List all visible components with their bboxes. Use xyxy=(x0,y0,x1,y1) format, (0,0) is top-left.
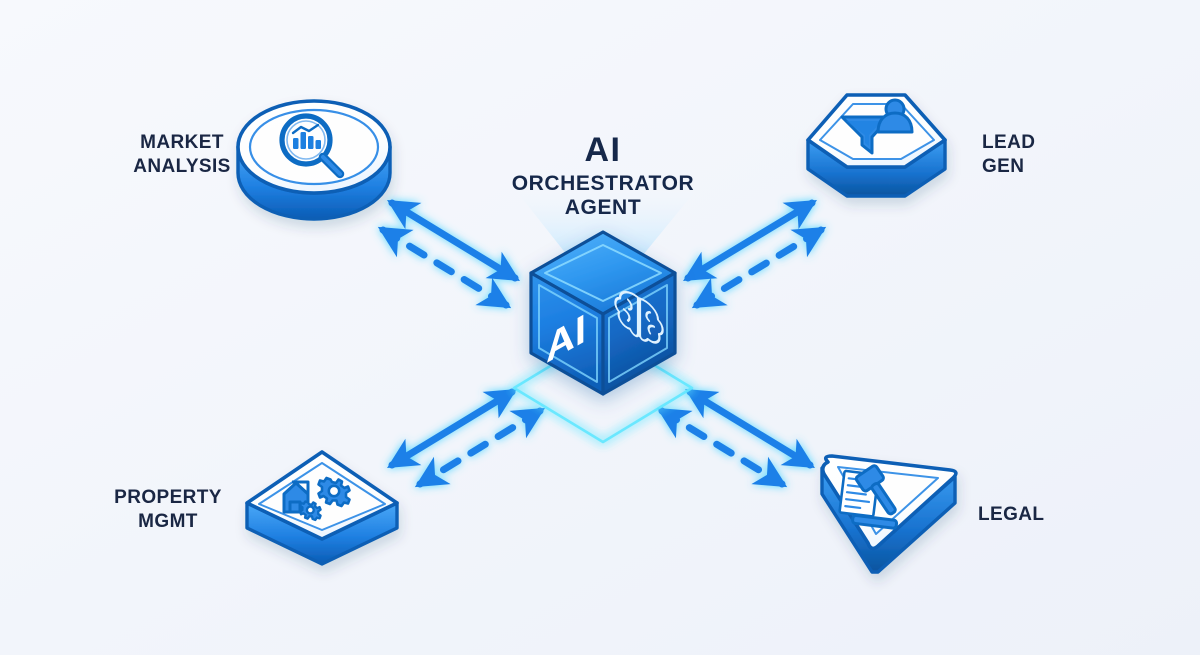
connector-dashed-arrow xyxy=(377,226,512,309)
node-market-analysis[interactable] xyxy=(236,99,392,221)
hub-glow-platform xyxy=(512,332,694,444)
node-lead-gen-label: LEAD GEN xyxy=(982,132,1035,177)
magnifier-bar-chart-icon xyxy=(279,113,345,179)
gavel-document-icon xyxy=(838,464,899,530)
node-legal-label: LEGAL xyxy=(978,504,1044,525)
label-line2: ANALYSIS xyxy=(133,156,231,177)
house-gears-icon xyxy=(282,476,351,522)
label-line1: LEGAL xyxy=(978,504,1044,525)
node-property-mgmt[interactable] xyxy=(245,450,399,566)
connector-dashed-arrow xyxy=(656,407,788,488)
ai-orchestrator-cube[interactable]: AI xyxy=(529,230,677,396)
hub-title-line1: AI xyxy=(585,131,622,169)
brain-icon xyxy=(614,290,664,344)
node-lead-gen[interactable] xyxy=(806,93,947,198)
label-line1: MARKET xyxy=(140,132,224,153)
connector-hub-lead-gen xyxy=(683,199,827,309)
connector-dashed-arrow xyxy=(414,407,546,488)
cube-top-inner-outline xyxy=(544,244,662,302)
cube-left-inner-outline xyxy=(538,284,598,383)
label-line2: GEN xyxy=(982,156,1024,177)
node-market-analysis-label: MARKET ANALYSIS xyxy=(133,132,231,177)
connector-hub-market-analysis xyxy=(377,199,520,309)
cylinder-top-inner xyxy=(248,108,380,186)
hub-light-beam xyxy=(506,178,706,255)
label-line1: LEAD xyxy=(982,132,1035,153)
hub-title: AI ORCHESTRATOR AGENT xyxy=(512,131,695,219)
cube-right-inner-outline xyxy=(608,284,668,383)
label-line1: PROPERTY xyxy=(114,487,222,508)
label-line2: MGMT xyxy=(138,511,198,532)
node-legal[interactable] xyxy=(820,454,958,574)
connector-dashed-arrow xyxy=(691,226,827,309)
connector-hub-property-mgmt xyxy=(387,388,546,488)
node-property-mgmt-label: PROPERTY MGMT xyxy=(114,487,222,532)
hub-title-line2: ORCHESTRATOR xyxy=(512,172,695,195)
funnel-person-icon xyxy=(840,98,914,155)
hub-title-line3: AGENT xyxy=(565,196,642,219)
connector-hub-legal xyxy=(656,388,815,488)
